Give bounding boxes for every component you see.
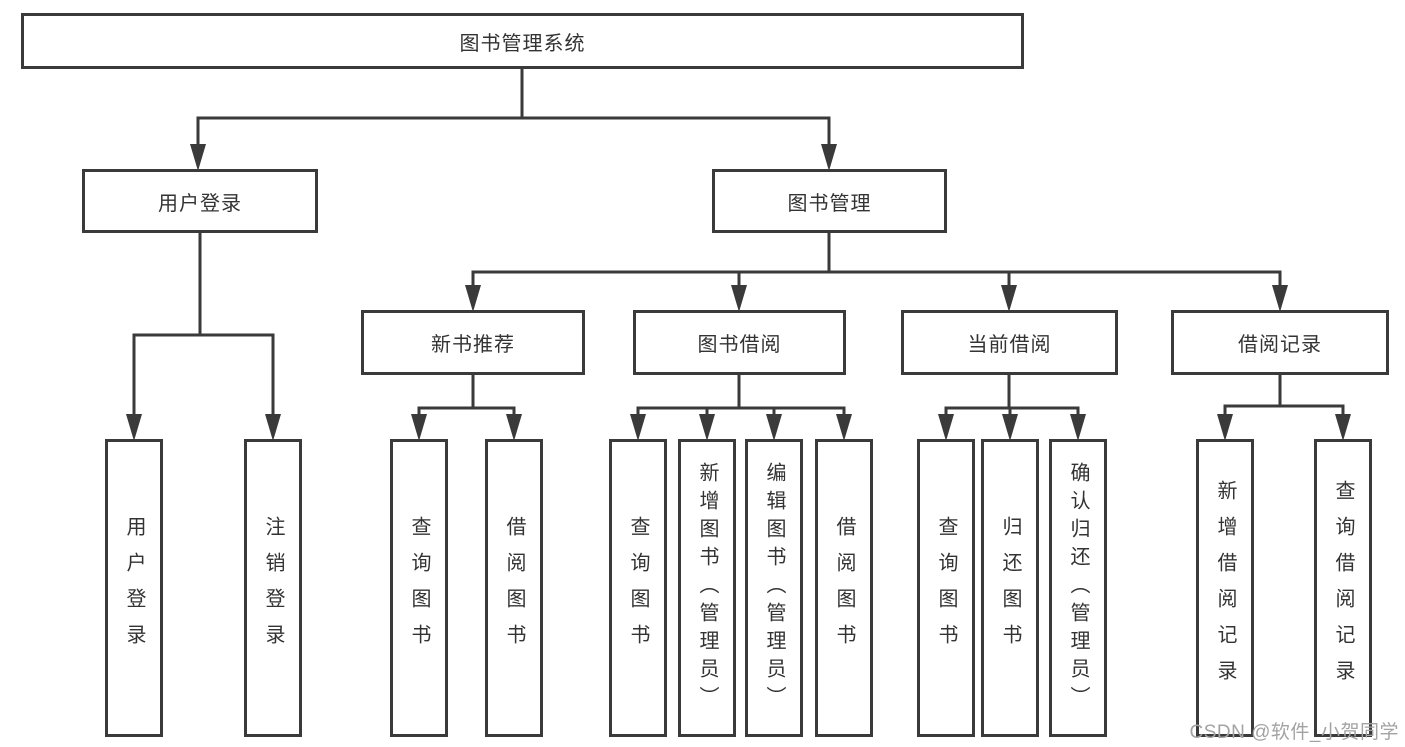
node-book-management-label: 图书管理 — [787, 192, 872, 215]
node-user-login-label: 用户登录 — [158, 192, 242, 215]
watermark-text: CSDN @软件_小贺同学 — [1189, 722, 1399, 743]
node-user-login: 用户登录 — [82, 169, 318, 233]
leaf-logout-label: 注销登录 — [262, 516, 284, 660]
leaf-query-books-borrow-label: 查询图书 — [627, 516, 649, 660]
leaf-borrow-books-label: 借阅图书 — [833, 516, 855, 660]
leaf-confirm-return-admin-label: 确认归还（管理员） — [1067, 462, 1089, 714]
node-new-book-recommend-label: 新书推荐 — [431, 334, 515, 356]
leaf-borrow-books-recommend: 借阅图书 — [485, 439, 543, 737]
leaf-query-books-recommend-label: 查询图书 — [408, 516, 430, 660]
leaf-user-login: 用户登录 — [105, 439, 163, 737]
leaf-edit-book-admin: 编辑图书（管理员） — [745, 439, 803, 737]
leaf-add-book-admin: 新增图书（管理员） — [678, 439, 736, 737]
node-borrow-records-label: 借阅记录 — [1238, 334, 1322, 356]
leaf-borrow-books: 借阅图书 — [815, 439, 873, 737]
leaf-return-book-label: 归还图书 — [999, 516, 1021, 660]
node-current-borrow: 当前借阅 — [901, 310, 1118, 375]
leaf-query-books-current: 查询图书 — [917, 439, 975, 737]
leaf-edit-book-admin-label: 编辑图书（管理员） — [763, 462, 785, 714]
leaf-add-borrow-record: 新增借阅记录 — [1196, 439, 1254, 737]
leaf-logout: 注销登录 — [244, 439, 302, 737]
leaf-borrow-books-recommend-label: 借阅图书 — [503, 516, 525, 660]
leaf-user-login-label: 用户登录 — [123, 516, 145, 660]
leaf-add-borrow-record-label: 新增借阅记录 — [1214, 480, 1236, 696]
leaf-query-borrow-record: 查询借阅记录 — [1314, 439, 1372, 737]
leaf-query-books-current-label: 查询图书 — [935, 516, 957, 660]
leaf-return-book: 归还图书 — [981, 439, 1039, 737]
node-current-borrow-label: 当前借阅 — [967, 334, 1052, 356]
node-new-book-recommend: 新书推荐 — [361, 310, 585, 375]
node-root: 图书管理系统 — [21, 13, 1024, 69]
leaf-add-book-admin-label: 新增图书（管理员） — [696, 462, 718, 714]
node-root-label: 图书管理系统 — [459, 32, 586, 55]
leaf-query-borrow-record-label: 查询借阅记录 — [1332, 480, 1354, 696]
node-book-borrow: 图书借阅 — [633, 310, 846, 375]
node-borrow-records: 借阅记录 — [1171, 310, 1389, 375]
leaf-confirm-return-admin: 确认归还（管理员） — [1049, 439, 1107, 737]
leaf-query-books-borrow: 查询图书 — [609, 439, 667, 737]
node-book-management: 图书管理 — [712, 169, 947, 233]
leaf-query-books-recommend: 查询图书 — [390, 439, 448, 737]
node-book-borrow-label: 图书借阅 — [697, 334, 782, 356]
